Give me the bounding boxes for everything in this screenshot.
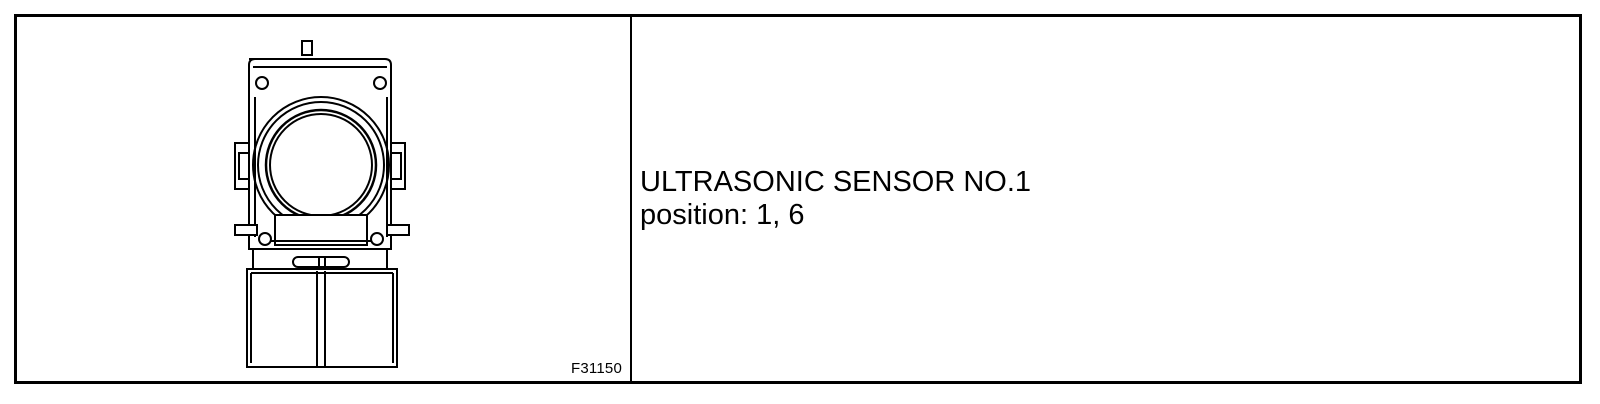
part-description: ULTRASONIC SENSOR NO.1 position: 1, 6 (640, 166, 1031, 232)
ultrasonic-sensor-icon (234, 40, 410, 368)
column-divider (630, 17, 632, 381)
part-name: ULTRASONIC SENSOR NO.1 (640, 166, 1032, 198)
part-table-frame: F31150 ULTRASONIC SENSOR NO.1 position: … (14, 14, 1582, 384)
figure-cell: F31150 (17, 17, 630, 381)
figure-code: F31150 (571, 360, 622, 377)
part-position: position: 1, 6 (640, 199, 805, 231)
